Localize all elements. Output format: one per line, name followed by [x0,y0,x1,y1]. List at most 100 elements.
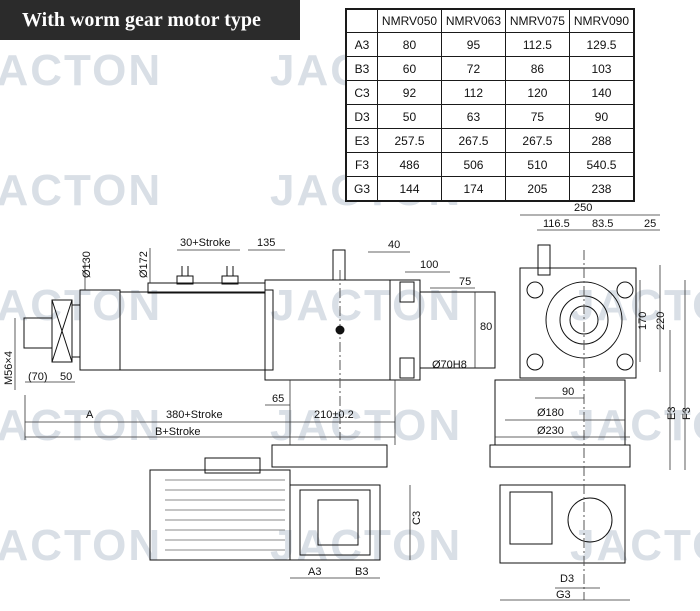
watermark-text: JACTON [570,281,700,330]
table-row: D3 50 63 75 90 [345,104,635,129]
dim-stroke30: 30+Stroke [180,237,230,249]
table-row: B3 60 72 86 103 [345,56,635,81]
watermark-text: JACTON [0,521,162,570]
row-label: A3 [345,32,378,57]
dim-116: 116.5 [543,218,570,230]
table-cell: 112.5 [504,32,570,57]
end-housing [519,267,637,379]
dim-a: A [86,409,94,421]
table-cell: 95 [440,32,506,57]
table-cell: 486 [377,152,442,177]
dim-170: 170 [637,312,649,330]
trunnion-bracket [419,291,496,369]
dim-dia130: Ø130 [81,251,93,278]
end-gearbox [499,484,626,564]
end-flange [489,444,631,468]
watermark-text: JACTON [270,521,462,570]
dim-135: 135 [257,237,275,249]
table-cell: 103 [568,56,635,81]
table-cell: 506 [440,152,506,177]
dim-b-stroke: B+Stroke [155,426,201,438]
banner-title: With worm gear motor type [22,8,261,31]
table-cell: 267.5 [504,128,570,153]
watermark-text: JACTON [270,401,462,450]
table-corner-cell [345,8,378,33]
table-cell: 86 [504,56,570,81]
table-cell: 72 [440,56,506,81]
dim-75: 75 [459,276,471,288]
watermark-text: JACTON [0,401,162,450]
dim-210: 210±0.2 [314,409,354,421]
dim-dia180: Ø180 [537,407,564,419]
dim-a3: A3 [308,566,321,578]
table-cell: 63 [440,104,506,129]
table-cell: 144 [377,176,442,202]
dim-65: 65 [272,393,284,405]
table-cell: 90 [568,104,635,129]
table-cell: 50 [377,104,442,129]
dim-e3: E3 [666,407,678,420]
table-cell: 540.5 [568,152,635,177]
dim-220: 220 [655,312,667,330]
table-row: C3 92 112 120 140 [345,80,635,105]
dimension-table: NMRV050 NMRV063 NMRV075 NMRV090 A3 80 95… [345,8,635,202]
mounting-flange [271,444,388,468]
table-row: A3 80 95 112.5 129.5 [345,32,635,57]
table-cell: 267.5 [440,128,506,153]
end-view-actuator [489,244,637,600]
column-header: NMRV063 [440,8,506,33]
row-label: G3 [345,176,378,202]
dim-m56: M56×4 [3,351,15,385]
row-label: C3 [345,80,378,105]
column-header: NMRV090 [568,8,635,33]
table-cell: 510 [504,152,570,177]
table-cell: 75 [504,104,570,129]
row-label: B3 [345,56,378,81]
table-cell: 238 [568,176,635,202]
dimension-labels: Ø130 Ø172 30+Stroke 135 40 100 75 80 Ø70… [3,202,693,601]
table-cell: 80 [377,32,442,57]
dim-g3: G3 [556,589,571,601]
table-cell: 120 [504,80,570,105]
dim-stroke380: 380+Stroke [166,409,223,421]
table-cell: 60 [377,56,442,81]
table-row: G3 144 174 205 238 [345,176,635,202]
dim-d3: D3 [560,573,574,585]
side-view-actuator [23,249,496,561]
dimension-lines [14,214,686,601]
dim-dia172: Ø172 [138,251,150,278]
table-cell: 112 [440,80,506,105]
motor-body [149,469,291,561]
table-header-row: NMRV050 NMRV063 NMRV075 NMRV090 [345,8,635,33]
table-cell: 257.5 [377,128,442,153]
table-cell: 140 [568,80,635,105]
watermark-text: JACTON [570,401,700,450]
dim-c3: C3 [411,511,423,525]
watermark-text: JACTON [0,166,162,215]
dim-dia230: Ø230 [537,425,564,437]
dim-40: 40 [388,239,400,251]
dim-dia70h8: Ø70H8 [432,359,467,371]
dim-100: 100 [420,259,438,271]
dim-25: 25 [644,218,656,230]
table-cell: 205 [504,176,570,202]
dim-90: 90 [562,386,574,398]
table-cell: 129.5 [568,32,635,57]
dim-80: 80 [480,321,492,333]
watermark-text: JACTON [270,281,462,330]
dim-f3: F3 [681,407,693,420]
table-row: E3 257.5 267.5 267.5 288 [345,128,635,153]
title-banner: With worm gear motor type [0,0,300,40]
watermark-text: JACTON [570,521,700,570]
dim-b3: B3 [355,566,368,578]
table-cell: 92 [377,80,442,105]
table-cell: 288 [568,128,635,153]
row-label: D3 [345,104,378,129]
watermark-text: JACTON [0,46,162,95]
table-row: F3 486 506 510 540.5 [345,152,635,177]
row-label: E3 [345,128,378,153]
dim-83: 83.5 [592,218,613,230]
dim-70: (70) [28,371,48,383]
dim-250: 250 [574,202,592,214]
table-cell: 174 [440,176,506,202]
